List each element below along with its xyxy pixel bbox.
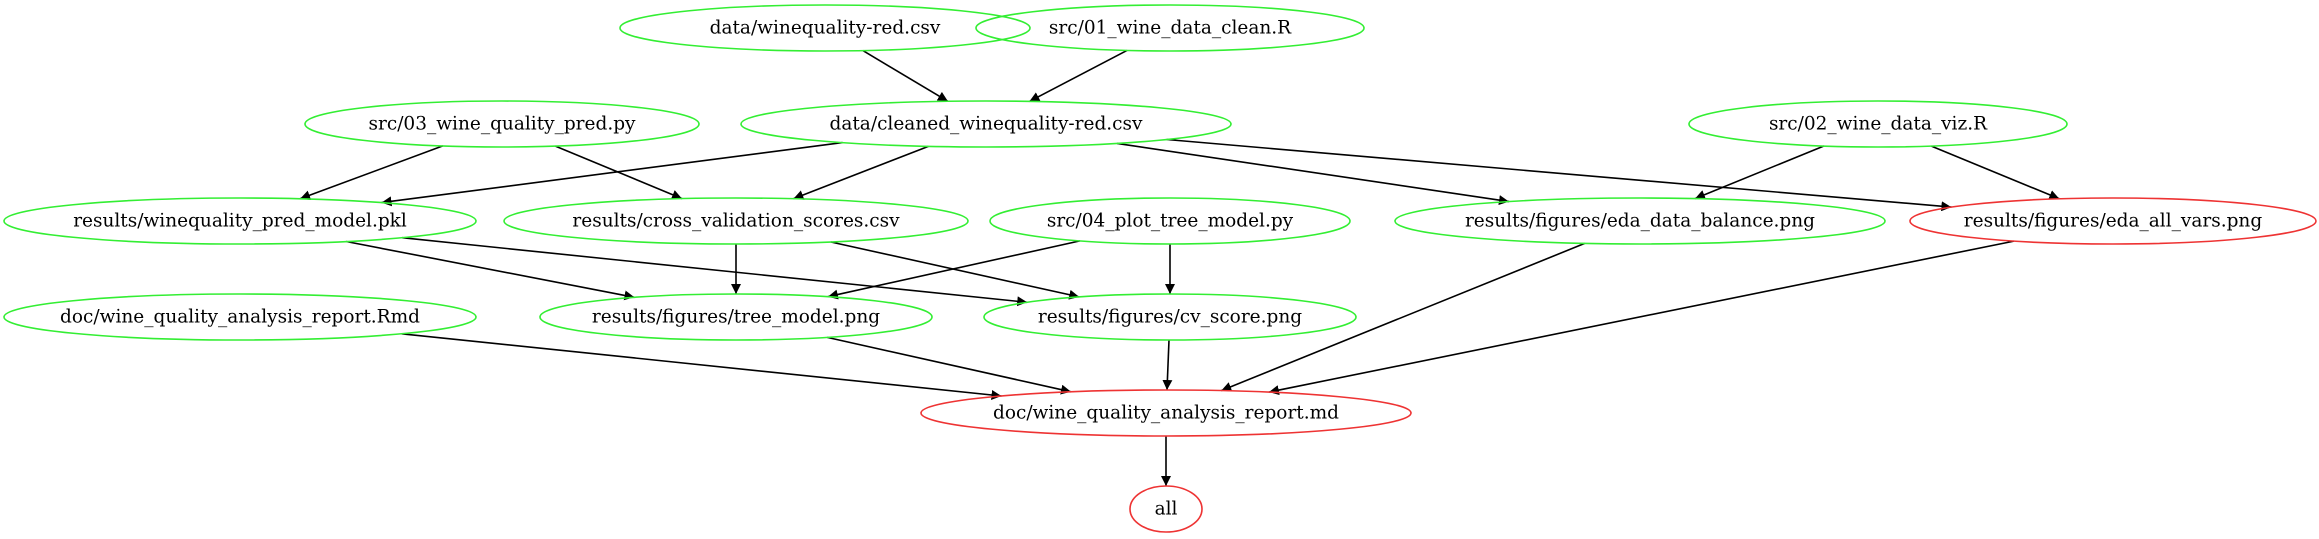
edge-pkl-to-cvpng — [401, 236, 1028, 307]
node-tree: results/figures/tree_model.png — [539, 293, 933, 341]
node-outline — [920, 389, 1412, 437]
node-label: src/02_wine_data_viz.R — [1769, 114, 1988, 135]
node-md: doc/wine_quality_analysis_report.md — [920, 389, 1412, 437]
node-label: results/figures/eda_data_balance.png — [1465, 211, 1815, 232]
edge-cvcsv-to-cvpng — [830, 241, 1080, 300]
edge-viz_r-to-balance — [1694, 145, 1825, 200]
edge-cleaned-to-balance — [1116, 142, 1510, 206]
node-cvpng: results/figures/cv_score.png — [983, 293, 1357, 341]
node-outline — [1688, 100, 2068, 148]
node-label: src/01_wine_data_clean.R — [1049, 18, 1292, 39]
node-outline — [1394, 197, 1886, 245]
node-label: src/03_wine_quality_pred.py — [369, 114, 637, 135]
edge-cleaned-to-cvcsv — [793, 145, 929, 200]
node-outline — [1129, 485, 1203, 533]
edge-cleaned-to-allvars — [1166, 138, 1952, 212]
node-all: all — [1129, 485, 1203, 533]
node-outline — [3, 197, 477, 245]
node-outline — [989, 197, 1351, 245]
node-balance: results/figures/eda_data_balance.png — [1394, 197, 1886, 245]
edge-cleaned-to-pkl — [381, 141, 843, 207]
node-wq_red: data/winequality-red.csv — [619, 4, 1031, 52]
node-label: all — [1155, 499, 1178, 520]
node-outline — [740, 100, 1232, 148]
edge-plot_py-to-tree — [827, 240, 1081, 300]
node-pkl: results/winequality_pred_model.pkl — [3, 197, 477, 245]
node-plot_py: src/04_plot_tree_model.py — [989, 197, 1351, 245]
node-label: results/winequality_pred_model.pkl — [73, 211, 407, 232]
node-allvars: results/figures/eda_all_vars.png — [1909, 197, 2317, 245]
node-outline — [983, 293, 1357, 341]
node-outline — [539, 293, 933, 341]
node-outline — [304, 100, 700, 148]
nodes-layer: data/winequality-red.csv src/01_wine_data… — [3, 4, 2317, 533]
edge-clean_r-to-cleaned — [1029, 49, 1128, 103]
node-outline — [975, 4, 1365, 52]
node-cleaned: data/cleaned_winequality-red.csv — [740, 100, 1232, 148]
node-rmd: doc/wine_quality_analysis_report.Rmd — [3, 293, 477, 341]
node-viz_r: src/02_wine_data_viz.R — [1688, 100, 2068, 148]
edge-allvars-to-md — [1268, 240, 2015, 396]
node-cvcsv: results/cross_validation_scores.csv — [503, 197, 969, 245]
edge-rmd-to-md — [401, 333, 1002, 400]
edge-pkl-to-tree — [345, 240, 635, 301]
node-pred_py: src/03_wine_quality_pred.py — [304, 100, 700, 148]
edge-viz_r-to-allvars — [1931, 145, 2060, 200]
node-outline — [619, 4, 1031, 52]
edge-balance-to-md — [1220, 242, 1586, 392]
node-label: results/cross_validation_scores.csv — [572, 211, 900, 232]
node-label: data/winequality-red.csv — [710, 18, 941, 39]
node-label: doc/wine_quality_analysis_report.Rmd — [60, 307, 420, 328]
node-label: doc/wine_quality_analysis_report.md — [993, 403, 1339, 424]
edge-wq_red-to-cleaned — [862, 49, 949, 102]
edge-cvpng-to-md — [1162, 339, 1173, 391]
node-label: results/figures/tree_model.png — [592, 307, 880, 328]
node-clean_r: src/01_wine_data_clean.R — [975, 4, 1365, 52]
edges-layer — [299, 49, 2060, 486]
edge-pred_py-to-pkl — [299, 145, 444, 201]
node-label: results/figures/cv_score.png — [1038, 307, 1302, 328]
edge-tree-to-md — [827, 336, 1072, 395]
node-label: data/cleaned_winequality-red.csv — [830, 114, 1144, 135]
node-outline — [1909, 197, 2317, 245]
node-label: src/04_plot_tree_model.py — [1047, 211, 1294, 232]
node-outline — [3, 293, 477, 341]
node-label: results/figures/eda_all_vars.png — [1964, 211, 2263, 232]
node-outline — [503, 197, 969, 245]
